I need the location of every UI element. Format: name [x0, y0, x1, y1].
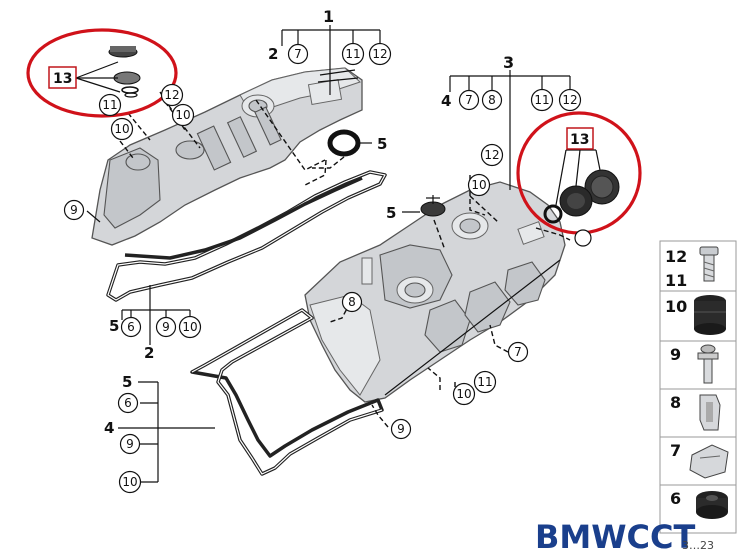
circled-callouts: 7 11 12 7 8 11 12 12 10 10 11 9 6 9 10 12 10 8 7 10 11 9 6 9 10	[63, 42, 592, 494]
callout-c12_left: 12	[164, 88, 179, 102]
right-cover-gasket	[190, 308, 384, 476]
label-5-gasket: 5	[109, 317, 119, 335]
callout-circle-c10_left	[171, 103, 195, 127]
legend-6: 6	[670, 489, 681, 508]
callout-c10_mid: 10	[471, 178, 486, 192]
callout-circle-c12_right	[558, 88, 582, 112]
callout-circle-c8_mid	[341, 291, 363, 313]
highlight-ellipse-left	[26, 28, 178, 118]
bolt-icon	[699, 246, 719, 282]
label-13-left: 13	[53, 71, 72, 87]
label-5-top: 5	[377, 135, 387, 153]
image-id: 3…23	[682, 539, 714, 552]
legend-7: 7	[670, 441, 681, 460]
callout-circle-c10_mid	[467, 173, 491, 197]
callout-circle-c10_legend	[118, 470, 142, 494]
callout-c7_mid: 7	[514, 345, 522, 359]
seal-ring-middle	[420, 195, 446, 217]
label-13-right: 13	[570, 132, 589, 148]
callout-c7_right: 7	[465, 93, 473, 107]
callout-c11_left: 11	[102, 98, 117, 112]
clip-icon	[699, 394, 721, 431]
cap-parts-right	[543, 169, 620, 224]
callout-circle-c11_top	[341, 42, 365, 66]
callout-circle-c7_right	[458, 89, 480, 111]
label-13-left-box	[48, 66, 77, 89]
callout-c10_bottom: 10	[182, 320, 197, 334]
label-2-top: 2	[268, 45, 278, 63]
legend-11: 11	[665, 271, 687, 290]
callout-c9_left: 9	[70, 203, 78, 217]
leader-lines	[75, 25, 601, 483]
label-5-legend: 5	[122, 373, 132, 391]
callout-circle-c11_low	[473, 370, 497, 394]
callout-c11_top: 11	[345, 47, 360, 61]
grommet-icon	[694, 295, 726, 335]
label-1: 1	[323, 7, 334, 26]
callout-circle-c9_legend	[119, 433, 141, 455]
callout-circle-c10_bottom	[178, 315, 202, 339]
brand-watermark: BMWCCT	[535, 518, 696, 554]
callout-c9_legend: 9	[126, 437, 134, 451]
callout-c9_bottom: 9	[162, 320, 170, 334]
callout-c8_right: 8	[488, 93, 496, 107]
parts-legend: 12 11 10 9 8 7 6	[659, 240, 737, 534]
callout-circle-c9_low	[390, 418, 412, 440]
callout-c11_right: 11	[534, 93, 549, 107]
callout-circle-c10_low	[452, 382, 476, 406]
callout-c10_left: 10	[175, 108, 190, 122]
callout-circle-c6_bottom	[120, 316, 142, 338]
callout-circle-c11_left	[98, 93, 122, 117]
callout-c7_top: 7	[294, 47, 302, 61]
callout-c12_top: 12	[372, 47, 387, 61]
label-2-gasket: 2	[144, 344, 154, 362]
callout-c12_right: 12	[562, 93, 577, 107]
callout-circle-c8_right	[481, 89, 503, 111]
callout-circle-c9_bottom	[155, 316, 177, 338]
callout-circle-c12_mid	[480, 143, 504, 167]
legend-10: 10	[665, 297, 687, 316]
callout-circle-c6_legend	[117, 392, 139, 414]
legend-9: 9	[670, 345, 681, 364]
label-4-right: 4	[441, 92, 451, 110]
callout-circle-c11_right	[530, 88, 554, 112]
label-5-middle: 5	[386, 204, 396, 222]
callout-circle-c12_top	[368, 42, 392, 66]
callout-c8_mid: 8	[348, 295, 356, 309]
callout-c10_left2: 10	[114, 122, 129, 136]
callout-circle-c12_left	[160, 83, 184, 107]
legend-12: 12	[665, 247, 687, 266]
callout-c10_legend: 10	[122, 475, 137, 489]
callout-c10_low: 10	[456, 387, 471, 401]
label-4-legend: 4	[104, 419, 114, 437]
callout-c9_low: 9	[397, 422, 405, 436]
seal-ring-top-left	[327, 129, 361, 157]
callout-c6_legend: 6	[124, 396, 132, 410]
bracket-icon	[689, 444, 729, 479]
legend-8: 8	[670, 393, 681, 412]
callout-circle-c9_left	[63, 199, 85, 221]
stud-icon	[697, 344, 719, 384]
label-13-right-box	[566, 127, 594, 150]
cap-parts-left	[108, 46, 141, 98]
seal-icon	[696, 491, 728, 519]
callout-c6_bottom: 6	[127, 320, 135, 334]
right-valve-cover	[304, 181, 566, 403]
callout-circle-c7_mid	[507, 341, 529, 363]
callout-circle-c10_left2	[110, 117, 134, 141]
callout-circle-c7_top	[287, 43, 309, 65]
callout-c11_low: 11	[477, 375, 492, 389]
callout-c12_mid: 12	[484, 148, 499, 162]
label-3: 3	[503, 53, 514, 72]
callout-circle-partial	[574, 229, 592, 247]
